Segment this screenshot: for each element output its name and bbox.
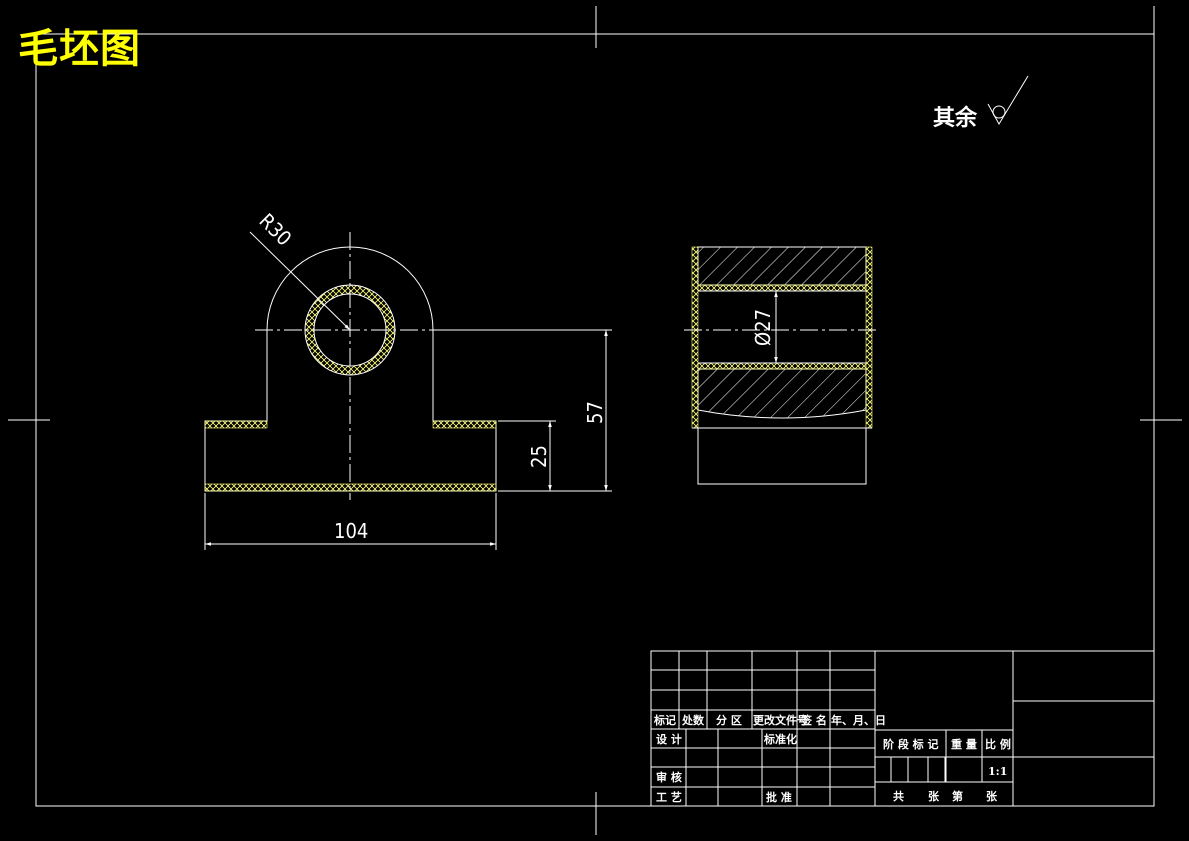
roughness-symbol-icon: [987, 75, 1029, 126]
tb-approve: 批 准: [766, 790, 792, 804]
title-block: [650, 650, 1155, 807]
tb-scale-value: 1:1: [988, 765, 1007, 778]
tb-weight: 重 量: [951, 737, 977, 751]
dim-height-base: 25: [527, 445, 551, 468]
tb-sheets-1: 张: [928, 789, 940, 803]
tb-total: 共: [893, 789, 904, 803]
tb-sheets-2: 张: [986, 789, 998, 803]
roughness-note: 其余: [933, 106, 978, 131]
tb-standardize: 标准化: [763, 732, 797, 746]
tb-review: 审 核: [656, 770, 682, 784]
dim-width-base: 104: [334, 519, 368, 543]
tb-design: 设 计: [656, 732, 682, 746]
tb-stage-mark: 阶 段 标 记: [883, 737, 939, 751]
dim-bore-dia: Ø27: [751, 309, 775, 346]
tb-header-sign: 签 名: [800, 713, 827, 727]
dim-radius: R30: [254, 209, 296, 251]
tb-header-mark: 标记: [653, 713, 676, 727]
tb-header-zone: 分 区: [716, 713, 742, 727]
drawing-title: 毛坯图: [18, 25, 141, 72]
tb-header-date: 年、月、日: [831, 713, 886, 727]
front-dimensions: [204, 329, 612, 550]
tb-header-count: 处数: [681, 713, 705, 727]
tb-header-changedoc: 更改文件号: [753, 713, 808, 727]
tb-page: 第: [952, 789, 963, 803]
dim-height-total: 57: [583, 401, 607, 424]
side-view: [684, 246, 880, 485]
front-view: [204, 231, 497, 500]
tb-process: 工 艺: [656, 790, 682, 804]
tb-scale-label: 比 例: [985, 737, 1011, 751]
sheet-border: [8, 6, 1182, 835]
